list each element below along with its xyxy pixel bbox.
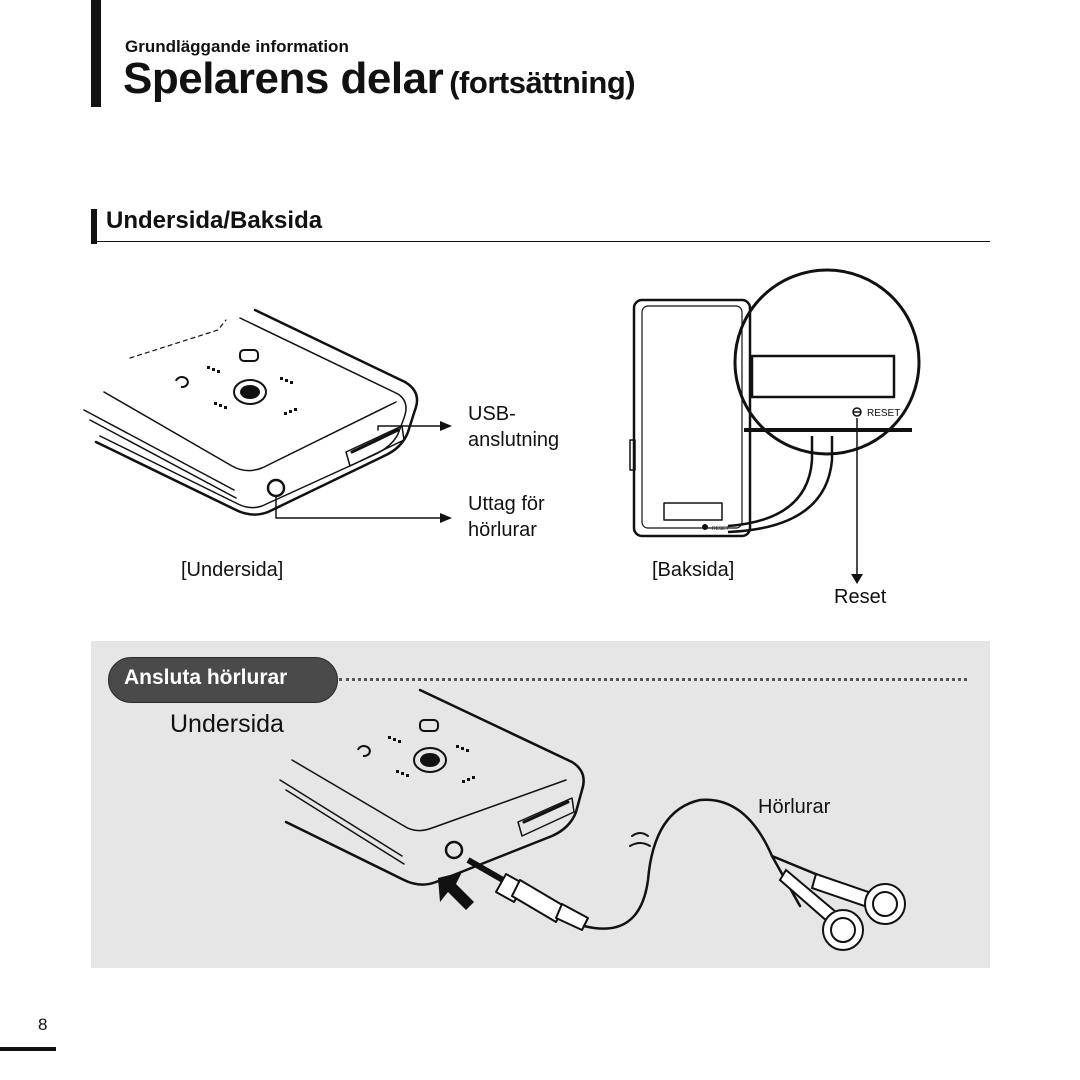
reset-label: Reset xyxy=(834,586,887,608)
earphones-label: Hörlurar xyxy=(758,796,831,818)
section-rule xyxy=(91,241,990,242)
reset-imprint-large: RESET xyxy=(867,408,900,419)
page-title: Spelarens delar(fortsättning) xyxy=(123,54,636,104)
jack-label-line2: hörlurar xyxy=(468,519,537,541)
chapter-overline: Grundläggande information xyxy=(125,37,349,56)
earbuds xyxy=(778,868,906,951)
control-pad-connect xyxy=(357,719,475,783)
usb-arrow xyxy=(440,421,452,431)
bottom-view-caption: [Undersida] xyxy=(181,559,284,581)
jack-arrow xyxy=(440,513,452,523)
reset-arrow xyxy=(851,574,863,584)
earphone-plug xyxy=(466,857,589,931)
section-accent-bar xyxy=(91,209,97,244)
player-bottom-view-connect xyxy=(279,688,585,886)
page-title-main: Spelarens delar xyxy=(123,54,444,103)
usb-label-line2: anslutning xyxy=(468,429,560,451)
page-number-rule xyxy=(0,1047,56,1051)
usb-label-line1: USB- xyxy=(468,403,516,425)
connect-headphones-pill xyxy=(108,657,338,703)
jack-label-line1: Uttag för xyxy=(468,493,545,515)
page-title-sub: (fortsättning) xyxy=(449,65,636,100)
reset-magnifier xyxy=(727,268,921,574)
connect-subheading: Undersida xyxy=(170,710,284,738)
reset-imprint-small: RESET xyxy=(712,526,729,532)
back-view-caption: [Baksida] xyxy=(652,559,735,581)
control-pad xyxy=(175,349,297,415)
player-bottom-view xyxy=(83,308,441,519)
section-heading: Undersida/Baksida xyxy=(106,207,323,234)
player-back-view xyxy=(629,298,752,538)
page-number: 8 xyxy=(38,1015,48,1034)
connect-headphones-label: Ansluta hörlurar xyxy=(124,666,288,689)
dotted-leader xyxy=(339,678,967,681)
title-accent-bar xyxy=(91,0,101,107)
insert-arrow xyxy=(438,872,474,910)
